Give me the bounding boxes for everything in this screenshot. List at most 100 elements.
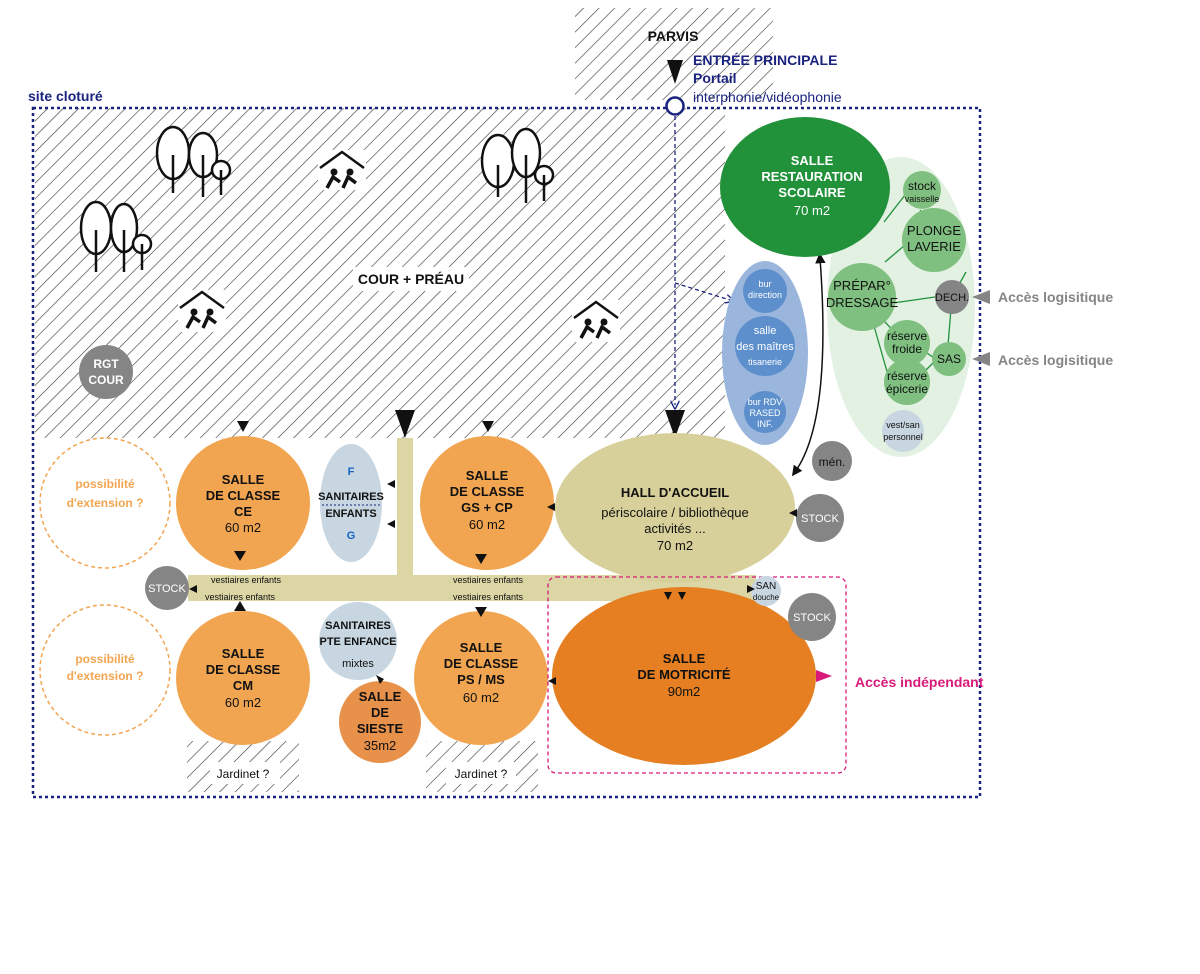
classroom-gscp-label: DE CLASSE [450, 484, 525, 499]
stock-vaisselle [903, 171, 941, 209]
stock-vaisselle-label: stock [908, 179, 937, 193]
stock-hall [796, 494, 844, 542]
prepa-label: PRÉPAR° [833, 278, 891, 293]
sanitaires-pte-enfance [319, 602, 397, 680]
classroom-gscp-label: SALLE [466, 468, 509, 483]
maitres-label: des maîtres [736, 341, 794, 353]
salle-motricite [552, 587, 816, 765]
sanitaires-enfants [320, 444, 382, 562]
classroom-ce-label: SALLE [222, 472, 265, 487]
access-logistique-label: Accès logisitique [998, 289, 1113, 305]
classroom-ce-area: 60 m2 [225, 520, 261, 535]
plonge-label: PLONGE [907, 223, 962, 238]
extension-label: possibilité [75, 477, 135, 491]
rdv-label: RASED [749, 408, 781, 418]
classroom-ce [176, 436, 310, 570]
san-label: SAN [756, 581, 777, 592]
restauration-label: SALLE [791, 153, 834, 168]
parvis-label: PARVIS [648, 28, 699, 44]
extension-label: d'extension ? [67, 496, 144, 510]
classroom-psms-label: PS / MS [457, 672, 505, 687]
sas [932, 342, 966, 376]
extension-zone-top [39, 437, 171, 569]
bureau-rdv [744, 391, 786, 433]
site-label: site cloturé [28, 88, 103, 104]
tree-icon [79, 200, 153, 272]
direction-label: bur [758, 279, 771, 289]
hall-label: activités ... [644, 521, 705, 536]
classroom-gscp-area: 60 m2 [469, 517, 505, 532]
stock-label: STOCK [793, 612, 831, 624]
bureau-direction [743, 269, 787, 313]
rdv-label: INF. [757, 419, 773, 429]
hall-area: 70 m2 [657, 538, 693, 553]
preau-icon [318, 150, 366, 190]
entry-arrow-icon [665, 410, 685, 438]
access-logistique-arrow-icon [972, 352, 990, 366]
extension-label: possibilité [75, 652, 135, 666]
classroom-ce-label: DE CLASSE [206, 488, 281, 503]
jardinet-label: Jardinet ? [455, 767, 508, 781]
entrance-subtitle: Portail [693, 70, 737, 86]
classroom-psms-label: DE CLASSE [444, 656, 519, 671]
classroom-cm-label: CM [233, 678, 253, 693]
salle-maitres [735, 316, 795, 376]
entry-arrow-icon [237, 421, 249, 432]
dechets [935, 280, 969, 314]
hall-label: périscolaire / bibliothèque [601, 505, 748, 520]
motricite-label: SALLE [663, 651, 706, 666]
restauration-label: SCOLAIRE [778, 185, 846, 200]
vest-label: personnel [883, 432, 923, 442]
entry-arrow-icon [482, 421, 494, 432]
classroom-gscp-label: GS + CP [461, 500, 513, 515]
motricite-independent-zone [547, 576, 847, 774]
tree-icon [155, 125, 232, 197]
vestiaires-label: vestiaires enfants [205, 592, 276, 602]
hall-restauration-link [791, 252, 826, 477]
san-label: douche [753, 593, 780, 602]
sieste-label: SIESTE [357, 721, 404, 736]
maitres-label: salle [754, 325, 777, 337]
entrance-title: ENTRÉE PRINCIPALE [693, 52, 837, 68]
rdv-label: bur RDV [748, 397, 783, 407]
sieste-area: 35m2 [364, 738, 397, 753]
hall-accueil [555, 433, 795, 583]
vestiaires-label: vestiaires enfants [453, 575, 524, 585]
reserve-froide [884, 320, 930, 366]
maitres-label: tisanerie [748, 357, 782, 367]
sanitaires-enfants-label: ENFANTS [325, 508, 376, 520]
extension-label: d'extension ? [67, 669, 144, 683]
dech-label: DECH. [935, 292, 969, 304]
extension-zone-bottom [39, 604, 171, 736]
portail-icon [665, 96, 685, 116]
reserve-epicerie-label: épicerie [886, 382, 928, 396]
stock-label: STOCK [148, 583, 186, 595]
door-arrow-icon [189, 480, 797, 685]
access-independant-arrow-icon [816, 670, 832, 682]
sanitaires-f-label: F [348, 466, 355, 478]
sanitaires-pte-label: mixtes [342, 658, 374, 670]
sieste-label: SALLE [359, 689, 402, 704]
vestiaire-personnel [882, 410, 924, 452]
restauration-area: 70 m2 [794, 203, 830, 218]
access-independant-label: Accès indépendant [855, 674, 984, 690]
reserve-froide-label: froide [892, 342, 922, 356]
vestiaires-label: vestiaires enfants [211, 575, 282, 585]
motricite-area: 90m2 [668, 684, 701, 699]
sanitaires-g-label: G [347, 530, 356, 542]
salle-sieste [339, 681, 421, 763]
reserve-epicerie [884, 359, 930, 405]
entrance-detail: interphonie/vidéophonie [693, 89, 842, 105]
classroom-psms-label: SALLE [460, 640, 503, 655]
courtyard-hatch [35, 8, 773, 438]
prepa-label: DRESSAGE [826, 295, 899, 310]
hall-title: HALL D'ACCUEIL [621, 485, 729, 500]
preparation-dressage [828, 263, 896, 331]
sanitaires-enfants-label: SANITAIRES [318, 491, 384, 503]
menage-label: mén. [819, 455, 846, 469]
plonge-laverie [902, 208, 966, 272]
direction-label: direction [748, 290, 782, 300]
classroom-cm-label: DE CLASSE [206, 662, 281, 677]
corridor [188, 438, 756, 601]
